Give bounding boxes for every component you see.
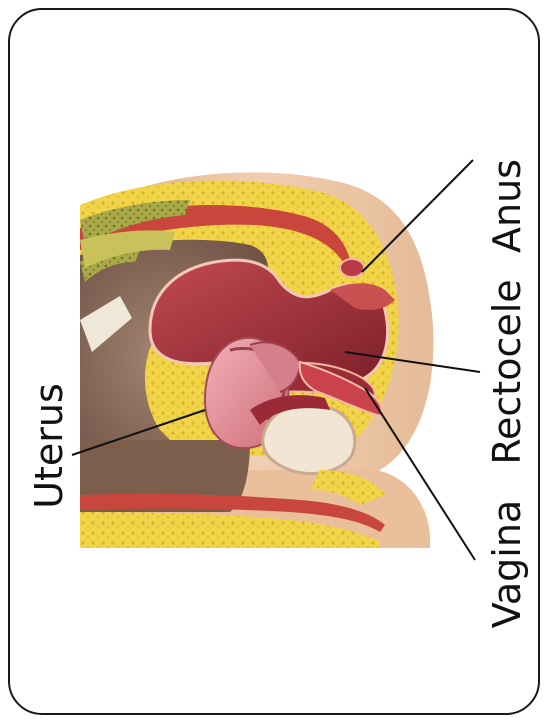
anus-opening [340, 259, 364, 277]
bladder [263, 404, 355, 473]
label-vagina: Vagina [485, 500, 529, 628]
body-section [80, 172, 433, 548]
label-anus: Anus [485, 159, 529, 253]
label-uterus: Uterus [27, 383, 71, 509]
label-rectocele: Rectocele [485, 279, 529, 464]
